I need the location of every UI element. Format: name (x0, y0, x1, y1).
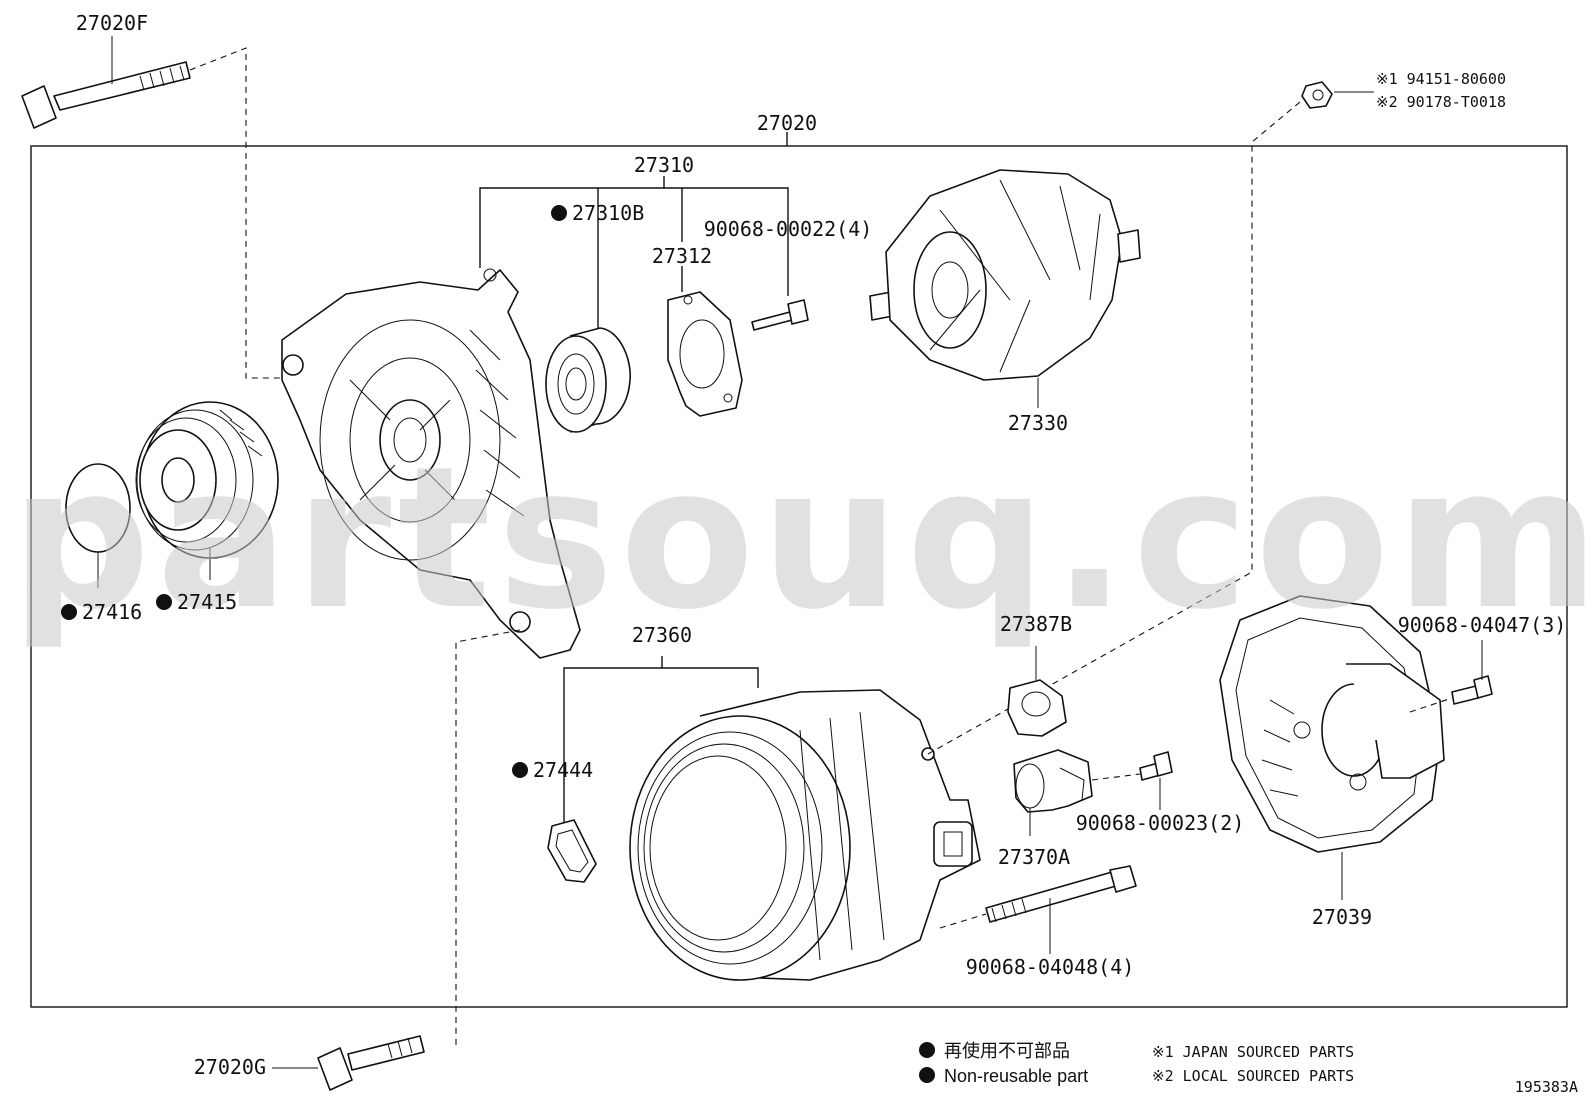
gasket-27444[interactable] (547, 819, 597, 883)
assembly-label[interactable]: 27020 (757, 111, 817, 135)
bolt-27020f[interactable] (21, 61, 191, 129)
stator-rear-frame-27360[interactable] (629, 689, 981, 981)
bearing-27310b[interactable] (545, 327, 631, 433)
label-27370a[interactable]: 27370A (998, 845, 1070, 869)
label-27444[interactable]: 27444 (533, 758, 593, 782)
regulator-27370a[interactable] (1013, 749, 1093, 813)
label-90068-04048[interactable]: 90068-04048(4) (966, 955, 1135, 979)
nonreusable-dot-27310b (551, 205, 567, 221)
legend-dot-en (919, 1067, 935, 1083)
label-27387b[interactable]: 27387B (1000, 612, 1072, 636)
nut-94151[interactable] (1301, 81, 1333, 109)
label-90068-00023[interactable]: 90068-00023(2) (1076, 811, 1245, 835)
dash-00023 (1091, 773, 1141, 781)
screw-90068-00022[interactable] (751, 299, 809, 331)
bracket-27310 (479, 187, 789, 296)
label-27020g[interactable]: 27020G (194, 1055, 266, 1079)
assembly-frame (30, 145, 1568, 1008)
bolt-90068-04048[interactable] (985, 865, 1137, 923)
label-27416[interactable]: 27416 (82, 600, 142, 624)
label-nut-japan[interactable]: ※1 94151-80600 (1376, 70, 1506, 88)
label-nut-local[interactable]: ※2 90178-T0018 (1376, 93, 1506, 111)
legend-nonreusable-jp: 再使用不可部品 (944, 1041, 1070, 1061)
brush-holder-27387b[interactable] (1007, 679, 1067, 737)
label-90068-04047[interactable]: 90068-04047(3) (1398, 613, 1567, 637)
screw-90068-00023[interactable] (1139, 751, 1173, 781)
legend-nonreusable-en: Non-reusable part (944, 1066, 1088, 1086)
dash-27020f (189, 47, 300, 379)
dash-04048 (939, 913, 987, 929)
legend-note-japan: ※1 JAPAN SOURCED PARTS (1152, 1043, 1354, 1061)
rear-cover-27039[interactable] (1219, 595, 1445, 853)
diagram-id: 195383A (1515, 1078, 1578, 1096)
nonreusable-dot-27415 (156, 594, 172, 610)
dash-04047 (1409, 697, 1453, 713)
nonreusable-dot-27444 (512, 762, 528, 778)
label-90068-00022[interactable]: 90068-00022(4) (704, 217, 873, 241)
dash-27020g (455, 629, 521, 1046)
bolt-27020g[interactable] (317, 1035, 425, 1091)
watermark: partsouq.com (10, 425, 1592, 653)
rotor-27330[interactable] (869, 169, 1141, 381)
label-27310[interactable]: 27310 (634, 153, 694, 177)
label-27415[interactable]: 27415 (177, 590, 237, 614)
label-27310b[interactable]: 27310B (572, 201, 644, 225)
drive-end-frame[interactable] (281, 268, 581, 659)
legend-note-local: ※2 LOCAL SOURCED PARTS (1152, 1067, 1354, 1085)
bolt-90068-04047[interactable] (1451, 675, 1493, 705)
retainer-plate-27312[interactable] (667, 291, 743, 417)
label-27360[interactable]: 27360 (632, 623, 692, 647)
bracket-27360 (563, 667, 759, 862)
label-27039[interactable]: 27039 (1312, 905, 1372, 929)
label-27020f[interactable]: 27020F (76, 11, 148, 35)
pulley-27415[interactable] (135, 401, 279, 559)
label-27312[interactable]: 27312 (652, 244, 712, 268)
dash-nut (927, 101, 1301, 755)
legend-dot-jp (919, 1042, 935, 1058)
nonreusable-dot-27416 (61, 604, 77, 620)
label-27330[interactable]: 27330 (1008, 411, 1068, 435)
